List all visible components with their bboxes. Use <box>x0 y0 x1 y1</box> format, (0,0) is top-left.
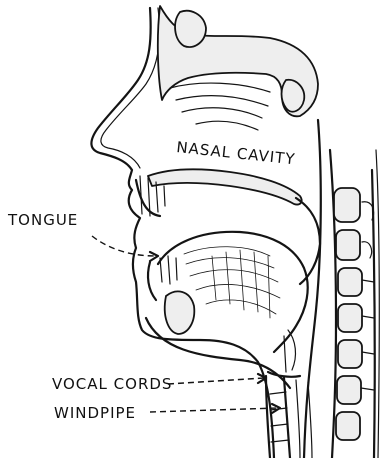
vocal-cords-label: VOCAL CORDS <box>52 375 172 393</box>
nasal-turbinate <box>170 83 270 92</box>
vertebra <box>338 340 362 368</box>
nasal-turbinate <box>182 108 262 118</box>
pharynx-wall <box>304 120 321 458</box>
windpipe-leader <box>150 408 278 412</box>
windpipe-label: WINDPIPE <box>54 404 136 422</box>
vertebra <box>337 376 361 404</box>
vertebra <box>334 188 360 222</box>
nasal-cavity-label: NASAL CAVITY <box>176 138 297 168</box>
neck-outline <box>376 150 379 458</box>
vocal-cords-shape <box>268 372 300 377</box>
nasal-turbinate <box>196 121 258 130</box>
tongue-muscle-lines <box>184 247 280 318</box>
vocal-cords-leader <box>168 378 264 384</box>
vertebra <box>338 304 362 332</box>
hard-palate <box>148 169 302 204</box>
tongue-leader <box>92 236 156 256</box>
vertebral-processes <box>361 202 374 390</box>
jaw-bone <box>165 291 195 334</box>
nasal-turbinate <box>176 96 268 106</box>
vertebra <box>336 412 360 440</box>
tongue-label: TONGUE <box>7 211 78 229</box>
windpipe-back <box>284 378 290 458</box>
frontal-sinus <box>175 11 206 47</box>
soft-palate <box>296 198 320 284</box>
vertebra <box>338 268 362 296</box>
lower-lip <box>148 262 156 300</box>
lower-teeth <box>160 256 177 284</box>
vertebra <box>336 230 360 260</box>
